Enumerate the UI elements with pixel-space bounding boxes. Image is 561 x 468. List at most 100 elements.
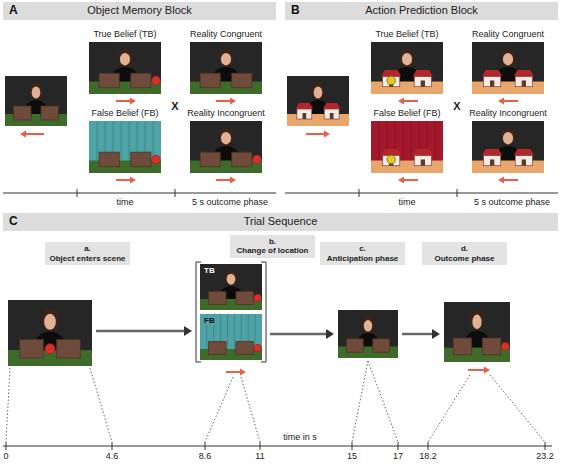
art-shape	[216, 179, 232, 181]
art-shape	[411, 121, 412, 162]
photo-scene	[444, 302, 510, 362]
direction-arrow	[398, 98, 418, 105]
art-shape	[3, 193, 276, 194]
art-shape	[200, 314, 262, 360]
art-shape	[24, 133, 44, 135]
panel-title: Object Memory Block	[87, 4, 192, 17]
art-shape	[324, 131, 330, 138]
direction-arrow	[116, 98, 136, 105]
condition-label: Reality Congruent	[472, 29, 544, 39]
arrow-head	[326, 329, 334, 339]
step-label-box: a.Object enters scene	[45, 242, 130, 265]
art-shape	[457, 189, 458, 197]
art-shape	[545, 442, 546, 450]
time-value: 15	[347, 451, 357, 461]
photo-scene	[89, 42, 161, 94]
art-shape	[453, 338, 471, 355]
arrow-head	[184, 326, 192, 336]
direction-arrow	[226, 369, 246, 376]
art-shape	[428, 442, 429, 450]
scene-frame: Reality Congruent	[472, 42, 544, 94]
direction-arrow	[216, 177, 236, 184]
time-value: 17	[393, 451, 403, 461]
art-shape	[20, 340, 44, 358]
trial-step: c.Anticipation phase	[338, 310, 398, 358]
trial-step: d.Outcome phase	[444, 302, 510, 362]
art-shape	[484, 367, 490, 374]
axis-label: time	[398, 197, 415, 207]
art-shape	[330, 113, 334, 119]
dotted-leader	[428, 375, 470, 442]
art-shape	[500, 49, 515, 67]
axis-label: time in s	[283, 432, 317, 442]
art-shape	[152, 155, 161, 164]
photo-scene	[200, 264, 262, 310]
art-shape	[117, 49, 132, 67]
photo-scene	[338, 310, 398, 358]
flow-arrow	[270, 329, 334, 339]
art-shape	[472, 315, 481, 329]
art-shape	[501, 342, 509, 350]
arrow-head	[432, 329, 440, 339]
art-shape	[232, 152, 252, 167]
condition-tag: FB	[202, 316, 217, 325]
art-shape	[29, 83, 42, 100]
art-shape	[227, 274, 236, 285]
art-shape	[230, 177, 236, 184]
art-shape	[306, 133, 326, 135]
art-shape	[311, 83, 324, 100]
art-shape	[236, 342, 253, 355]
art-shape	[413, 70, 433, 76]
art-shape	[44, 314, 56, 330]
panel-letter: C	[9, 215, 18, 229]
photo-scene	[371, 121, 443, 173]
art-shape	[5, 76, 67, 126]
panel-header: AObject Memory Block	[3, 2, 276, 20]
art-shape	[200, 73, 220, 88]
art-shape	[45, 344, 55, 354]
art-shape	[402, 100, 418, 102]
scene-frame: False Belief (FB)	[89, 121, 161, 173]
art-shape	[472, 82, 544, 94]
time-value: 23.2	[536, 451, 554, 461]
photo-scene	[89, 121, 161, 173]
art-shape	[414, 155, 431, 165]
art-shape	[398, 442, 399, 450]
art-shape	[484, 155, 501, 165]
dotted-leader	[241, 377, 260, 442]
axis-label: time	[116, 197, 133, 207]
art-shape	[260, 442, 261, 450]
step-title: Object enters scene	[48, 254, 127, 264]
art-shape	[383, 76, 400, 86]
art-shape	[482, 149, 502, 155]
art-shape	[371, 82, 443, 94]
step-label-box: b.Change of location	[230, 235, 315, 258]
dotted-leader	[90, 368, 112, 442]
art-shape	[387, 155, 396, 164]
dotted-leader	[368, 361, 398, 442]
direction-arrow	[498, 177, 518, 184]
art-shape	[402, 179, 418, 181]
condition-label: Reality Incongruent	[187, 108, 265, 118]
art-shape	[323, 103, 340, 109]
art-shape	[500, 128, 515, 146]
trial-step: b.Change of locationTBFB	[196, 262, 266, 362]
scene-frame: True Belief (TB)	[89, 42, 161, 94]
step-title: Anticipation phase	[323, 254, 402, 264]
art-shape	[226, 371, 242, 373]
art-shape	[371, 121, 443, 173]
panel-header: CTrial Sequence	[3, 213, 558, 231]
art-shape	[153, 121, 154, 162]
cross-symbol: X	[453, 100, 460, 113]
step-label-box: d.Outcome phase	[422, 242, 507, 265]
scene-frame: Reality Incongruent	[190, 121, 262, 173]
step-letter: d.	[425, 244, 504, 254]
trial-step: a.Object enters scene	[8, 300, 92, 366]
flow-arrow	[96, 326, 192, 336]
art-shape	[152, 76, 161, 85]
art-shape	[3, 446, 552, 447]
art-shape	[175, 189, 176, 197]
art-shape	[484, 76, 501, 86]
art-shape	[379, 121, 380, 162]
art-shape	[116, 100, 132, 102]
